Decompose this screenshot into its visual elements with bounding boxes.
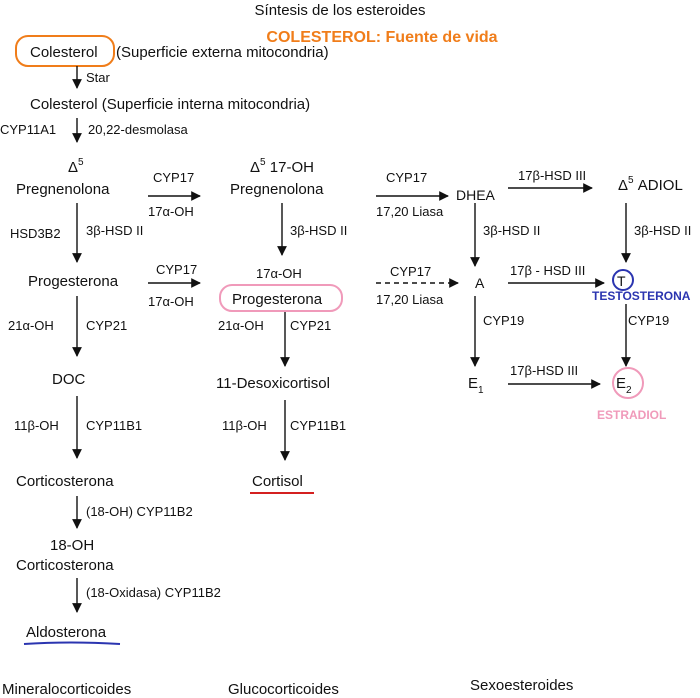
enzyme-3beta-hsd-a: 3β-HSD II — [86, 223, 143, 238]
label-17alpha-oh-progesterona: 17α-OH — [256, 266, 302, 281]
node-11-desoxicortisol: 11-Desoxicortisol — [216, 375, 330, 392]
enzyme-cyp19-b: CYP19 — [628, 313, 669, 328]
node-progesterona: Progesterona — [28, 273, 119, 290]
enzyme-liasa-d: 17,20 Liasa — [376, 292, 444, 307]
enzyme-17alpha-oh-c: 17α-OH — [148, 294, 194, 309]
node-17oh-progesterona: Progesterona — [232, 291, 323, 308]
node-adiol: Δ5 ADIOL — [618, 175, 683, 194]
colesterol-location-note: (Superficie externa mitocondria) — [116, 44, 329, 61]
enzyme-17alpha-oh-a: 17α-OH — [148, 204, 194, 219]
label-estradiol: ESTRADIOL — [597, 408, 666, 422]
label-testosterona: TESTOSTERONA — [592, 289, 691, 303]
enzyme-21alpha-oh-b: 21α-OH — [218, 318, 264, 333]
enzyme-17beta-hsd-c: 17β-HSD III — [510, 363, 578, 378]
node-18oh-line2: Corticosterona — [16, 557, 114, 574]
enzyme-cyp19-a: CYP19 — [483, 313, 524, 328]
node-dhea: DHEA — [456, 187, 496, 203]
enzyme-desmolasa: 20,22-desmolasa — [88, 122, 188, 137]
enzyme-hsd3b2: HSD3B2 — [10, 226, 61, 241]
delta5-symbol: Δ5 — [68, 157, 84, 176]
node-e2: E2 — [616, 375, 632, 396]
enzyme-cyp11b1-b: CYP11B1 — [290, 418, 346, 433]
enzyme-3beta-hsd-c: 3β-HSD II — [483, 223, 540, 238]
enzyme-21alpha-oh-a: 21α-OH — [8, 318, 54, 333]
enzyme-star: Star — [86, 70, 111, 85]
node-colesterol-interna: Colesterol (Superficie interna mitocondr… — [30, 96, 310, 113]
testosterona-highlight-ring — [612, 269, 634, 291]
enzyme-cyp11b1-a: CYP11B1 — [86, 418, 142, 433]
node-androstenediona: A — [475, 275, 485, 291]
enzyme-3beta-hsd-b: 3β-HSD II — [290, 223, 347, 238]
highlight-note: COLESTEROL: Fuente de vida — [266, 29, 497, 46]
node-colesterol: Colesterol — [30, 44, 98, 61]
enzyme-17beta-hsd-b: 17β - HSD III — [510, 263, 585, 278]
node-delta5-17oh: Δ5 17-OH — [250, 157, 314, 176]
node-e1: E1 — [468, 375, 484, 396]
node-cortisol: Cortisol — [252, 473, 303, 490]
enzyme-cyp11b2-a: (18-OH) CYP11B2 — [86, 504, 193, 519]
enzyme-cyp11a1: CYP11A1 — [0, 122, 56, 137]
enzyme-11beta-oh-a: 11β-OH — [14, 418, 59, 433]
enzyme-3beta-hsd-d: 3β-HSD II — [634, 223, 691, 238]
node-18oh-line1: 18-OH — [50, 537, 94, 554]
progesterona-highlight-ring — [219, 284, 343, 312]
colesterol-highlight-ring — [15, 35, 115, 67]
enzyme-cyp17-b: CYP17 — [386, 170, 427, 185]
enzyme-cyp17-c: CYP17 — [156, 262, 197, 277]
enzyme-liasa-b: 17,20 Liasa — [376, 204, 444, 219]
enzyme-cyp11b2-b: (18-Oxidasa) CYP11B2 — [86, 585, 221, 600]
node-corticosterona: Corticosterona — [16, 473, 114, 490]
category-glucocorticoides: Glucocorticoides — [228, 681, 339, 698]
enzyme-cyp17-d: CYP17 — [390, 264, 431, 279]
enzyme-17beta-hsd-a: 17β-HSD III — [518, 168, 586, 183]
node-aldosterona: Aldosterona — [26, 624, 107, 641]
node-pregnenolona: Pregnenolona — [16, 181, 110, 198]
node-17oh-pregnenolona: Pregnenolona — [230, 181, 324, 198]
enzyme-11beta-oh-b: 11β-OH — [222, 418, 267, 433]
node-doc: DOC — [52, 371, 86, 388]
node-t: T — [617, 273, 626, 289]
category-mineralocorticoides: Mineralocorticoides — [2, 681, 131, 698]
enzyme-cyp17-a: CYP17 — [153, 170, 194, 185]
aldosterona-underline — [23, 641, 121, 645]
enzyme-cyp21-b: CYP21 — [290, 318, 331, 333]
enzyme-cyp21-a: CYP21 — [86, 318, 127, 333]
estradiol-highlight-ring — [612, 367, 644, 399]
page-title: Síntesis de los esteroides — [255, 2, 426, 19]
category-sexoesteroides: Sexoesteroides — [470, 677, 573, 694]
